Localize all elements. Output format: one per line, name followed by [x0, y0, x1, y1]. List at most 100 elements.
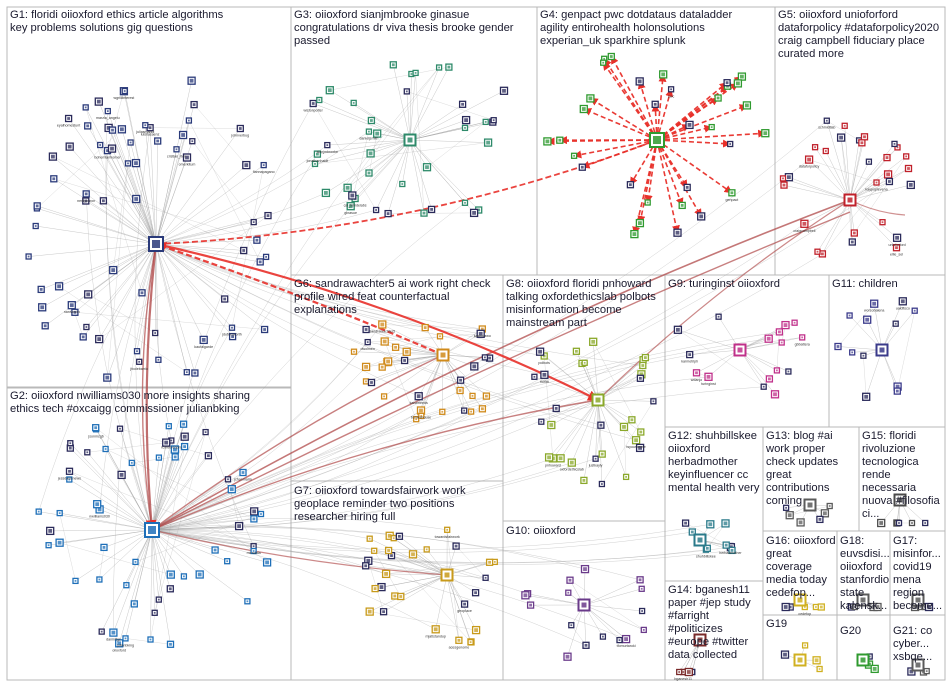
- node-fill: [717, 315, 720, 318]
- node-fill: [117, 641, 122, 646]
- node-fill: [373, 549, 376, 552]
- node-fill: [843, 124, 846, 127]
- node-fill: [851, 351, 854, 354]
- inter-group-edge: [151, 526, 586, 570]
- hub-node-fill: [152, 240, 160, 248]
- edge: [151, 442, 167, 531]
- node-fill: [680, 204, 684, 207]
- edge: [849, 143, 895, 201]
- node-fill: [258, 260, 262, 264]
- edge: [656, 139, 731, 148]
- node-label: mjatlstandup: [426, 634, 446, 638]
- node-label: kaiserleeds: [410, 401, 428, 405]
- node-fill: [686, 670, 691, 674]
- node-fill: [629, 183, 632, 187]
- node-fill: [158, 456, 160, 459]
- node-fill: [676, 327, 680, 332]
- edge: [677, 329, 764, 387]
- edge: [151, 529, 171, 645]
- node-fill: [119, 427, 121, 430]
- node-fill: [863, 135, 866, 139]
- edge: [87, 442, 167, 453]
- node-label: pwc: [668, 94, 675, 98]
- node-fill: [821, 252, 824, 256]
- edge: [525, 595, 585, 606]
- node-fill: [472, 364, 477, 369]
- node-fill: [533, 375, 536, 378]
- inter-group-edge: [151, 529, 627, 640]
- node-fill: [492, 119, 495, 122]
- node-fill: [639, 430, 643, 434]
- node-fill: [119, 473, 124, 477]
- node-fill: [383, 395, 385, 398]
- node-fill: [106, 149, 109, 152]
- edge: [637, 80, 658, 141]
- edge: [809, 159, 877, 183]
- node-fill: [384, 572, 388, 576]
- edge: [36, 208, 157, 245]
- node-fill: [86, 451, 89, 454]
- node-fill: [864, 394, 869, 399]
- edge: [837, 303, 875, 347]
- inter-group-edge: [151, 206, 351, 531]
- edge: [53, 178, 157, 245]
- node-fill: [401, 183, 404, 185]
- node-fill: [387, 533, 392, 538]
- node-fill: [84, 106, 87, 109]
- node-fill: [839, 135, 843, 140]
- inter-group-edge: [155, 138, 658, 245]
- inter-group-edge: [155, 243, 545, 357]
- group-box-g7: [290, 480, 504, 681]
- inter-group-edge: [151, 408, 483, 531]
- node-fill: [95, 502, 100, 507]
- node-fill: [134, 197, 139, 201]
- node-fill: [168, 587, 172, 591]
- node-fill: [573, 154, 575, 157]
- node-label: jonathanhaidt: [306, 159, 329, 163]
- node-label: daninttgs: [106, 638, 121, 642]
- edge: [113, 529, 153, 633]
- edge: [155, 243, 196, 374]
- node-fill: [787, 370, 790, 373]
- edge: [99, 529, 153, 580]
- edge: [583, 588, 642, 606]
- node-fill: [157, 598, 160, 601]
- node-fill: [591, 339, 596, 344]
- hub-node-fill: [897, 497, 903, 503]
- edge: [368, 139, 411, 174]
- node-fill: [57, 284, 61, 289]
- edge: [409, 139, 432, 210]
- edge: [656, 124, 713, 141]
- node-fill: [652, 400, 655, 403]
- node-label: kaypoplevena: [865, 188, 887, 192]
- edge: [151, 529, 254, 547]
- node-fill: [433, 627, 438, 632]
- node-fill: [924, 522, 927, 524]
- node-fill: [461, 102, 464, 106]
- edge: [69, 471, 153, 531]
- node-fill: [74, 580, 77, 582]
- node-fill: [913, 309, 916, 312]
- edge: [327, 139, 411, 146]
- node-fill: [463, 409, 466, 412]
- node-fill: [724, 543, 728, 547]
- node-fill: [197, 572, 202, 577]
- edge: [155, 128, 241, 245]
- node-fill: [687, 123, 692, 127]
- node-label: jduforsworth: [221, 333, 242, 337]
- node-label: tsyousarose: [626, 445, 645, 449]
- inter-group-edge: [151, 399, 599, 531]
- node-label: oxfordethicslab: [560, 468, 584, 472]
- node-fill: [39, 288, 43, 291]
- edge: [583, 108, 658, 141]
- edge: [193, 104, 247, 166]
- node-fill: [568, 578, 572, 582]
- edge: [382, 354, 444, 368]
- node-fill: [804, 644, 806, 647]
- edge: [369, 574, 448, 612]
- node-fill: [140, 291, 144, 295]
- node-fill: [583, 567, 587, 571]
- node-fill: [602, 61, 605, 64]
- edge: [124, 90, 157, 245]
- edge: [460, 380, 465, 411]
